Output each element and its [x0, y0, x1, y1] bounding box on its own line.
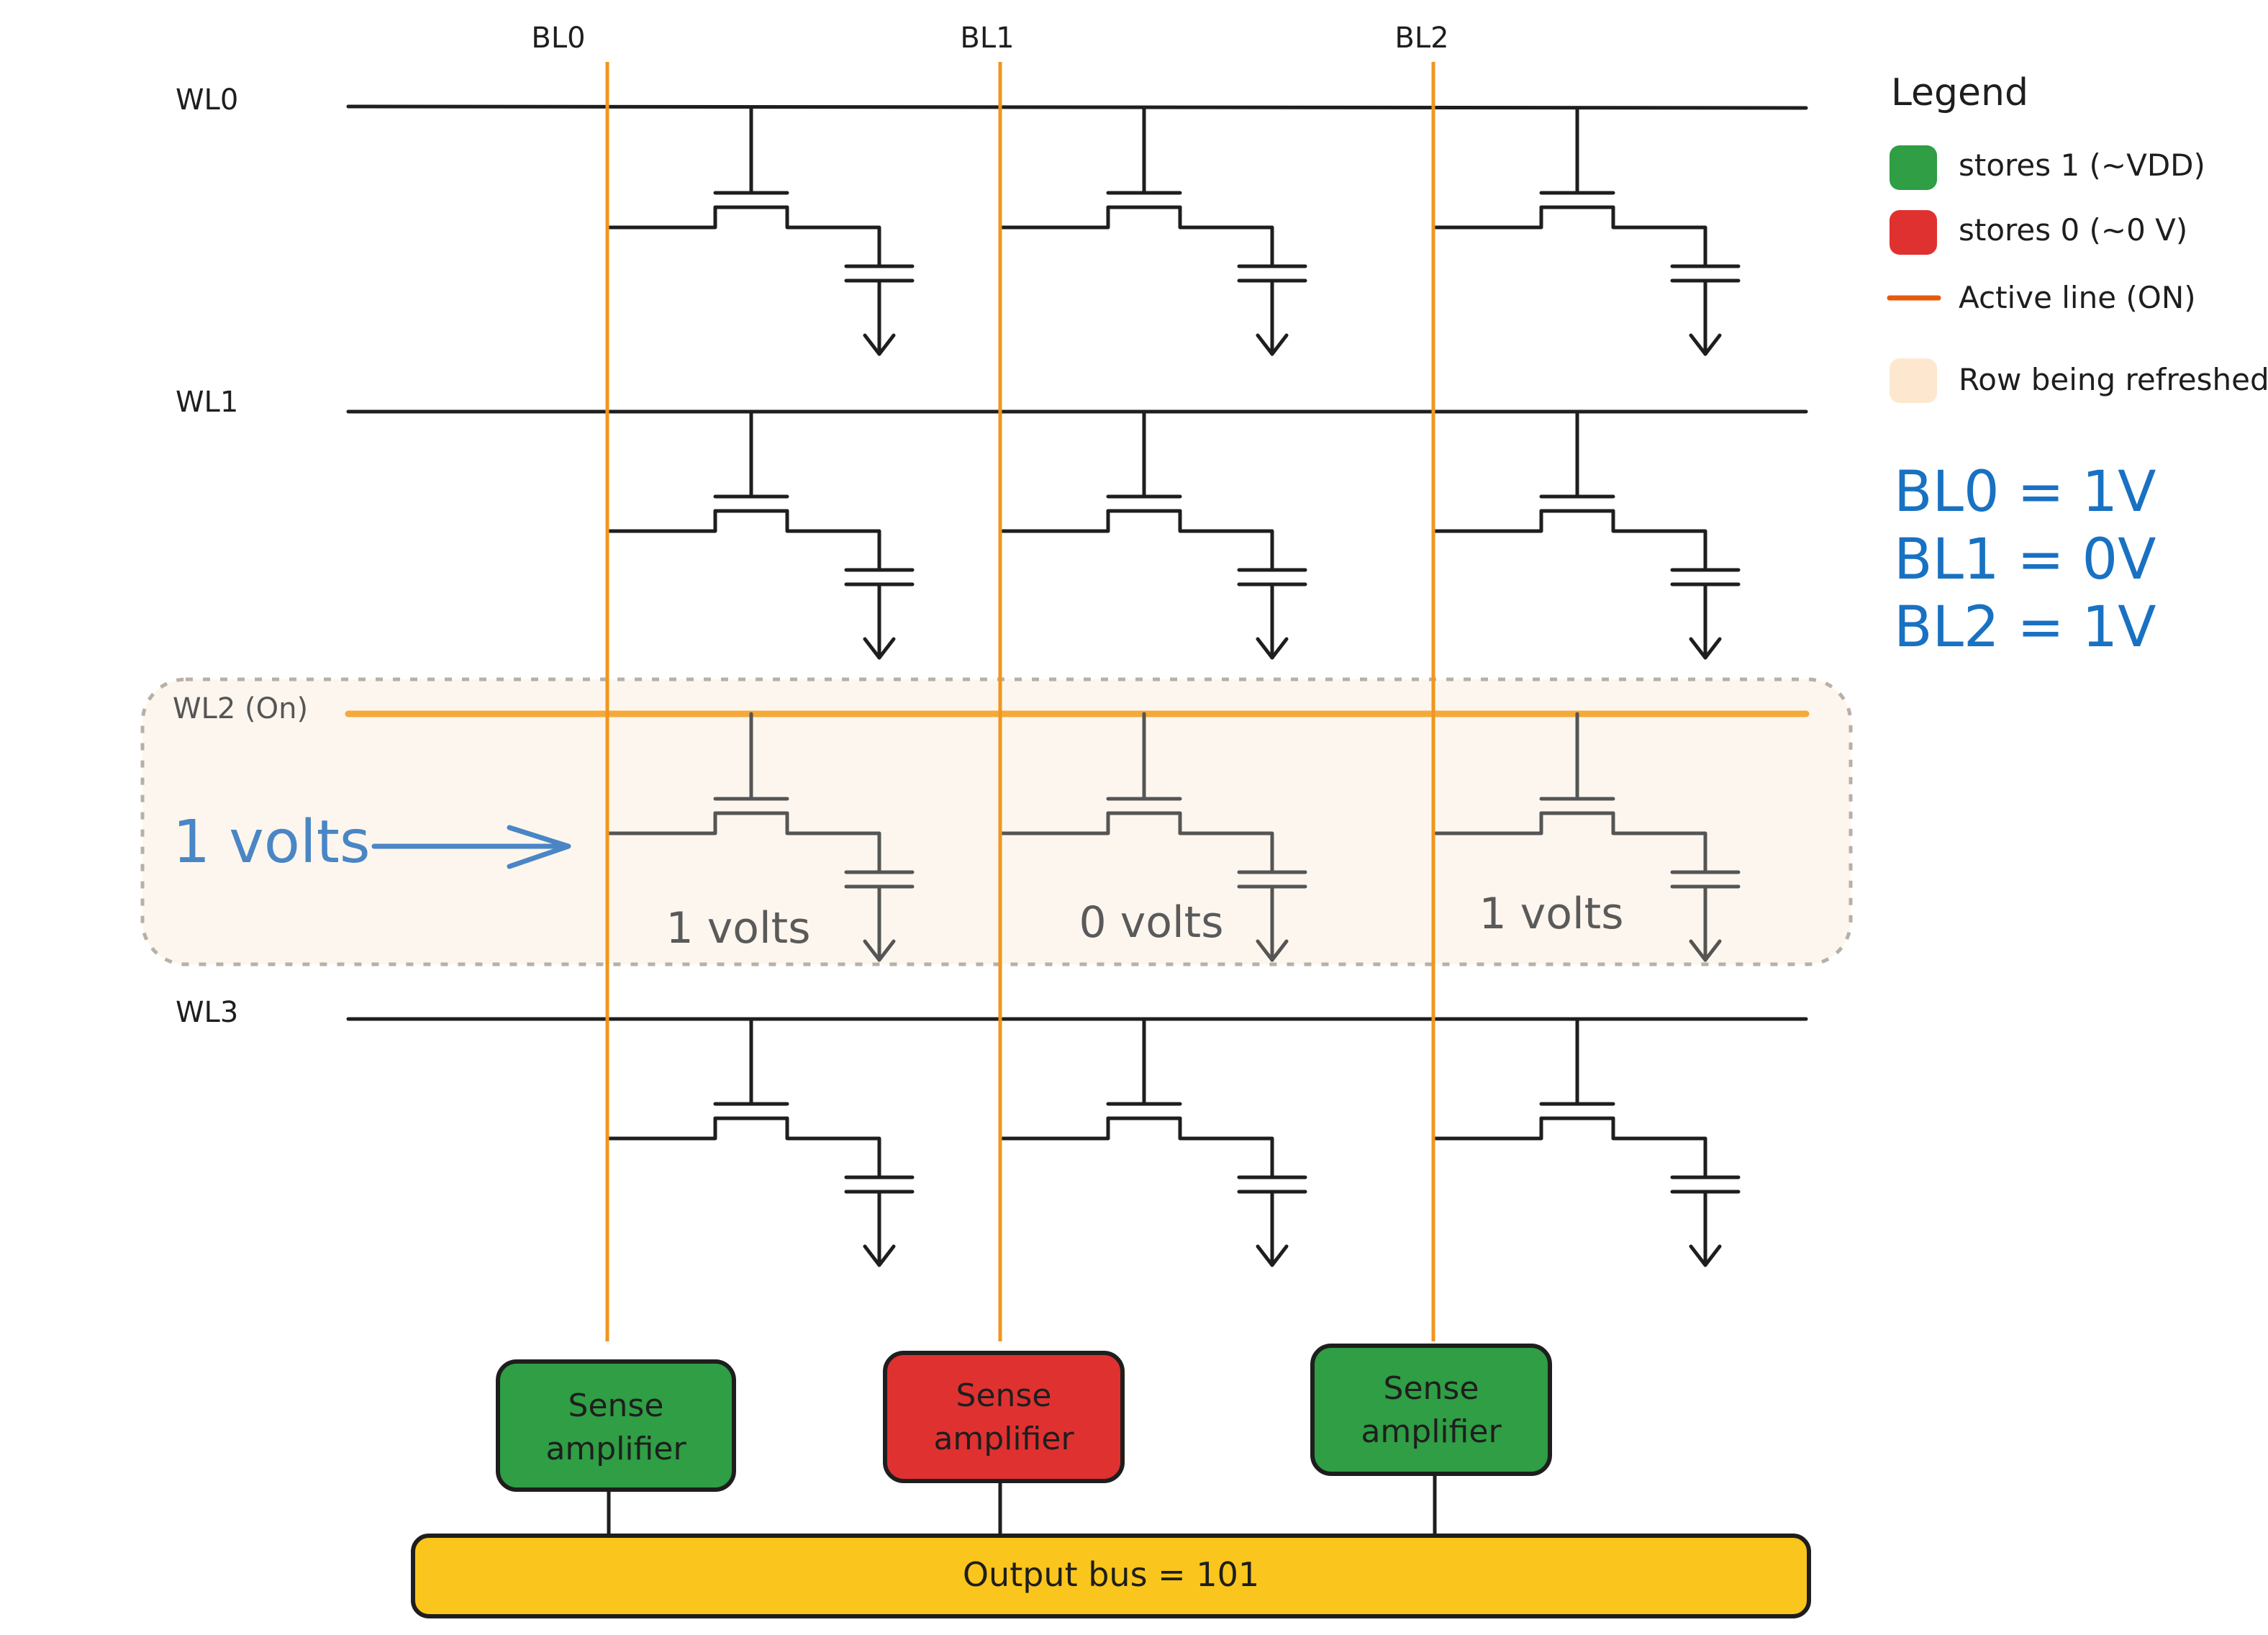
output-bus-label: Output bus = 101 — [963, 1555, 1259, 1594]
legend-label-stores-0: stores 0 (~0 V) — [1959, 212, 2187, 248]
word-line-label-wl3: WL3 — [176, 996, 238, 1029]
legend-label-refresh-row: Row being refreshed — [1959, 362, 2268, 397]
memory-cell — [1431, 1017, 1741, 1267]
status-line-bl0: BL0 = 1V — [1894, 460, 2156, 525]
bit-line-label-bl2: BL2 — [1394, 22, 1448, 55]
cell-voltage-labels: 1 volts 0 volts 1 volts — [666, 889, 1624, 954]
cell-voltage-label-bl2: 1 volts — [1479, 889, 1624, 939]
memory-cell — [998, 1017, 1307, 1267]
sense-amplifier-bl0: Sense amplifier — [496, 1359, 736, 1492]
memory-cell — [998, 106, 1307, 356]
refresh-input-label: 1 volts — [173, 808, 371, 877]
sense-amplifier-bl1: Sense amplifier — [883, 1351, 1125, 1483]
output-bus: Output bus = 101 — [411, 1534, 1811, 1618]
legend-label-active-line: Active line (ON) — [1959, 280, 2196, 315]
bit-line-labels: BL0 BL1 BL2 — [531, 22, 1448, 55]
bit-line-label-bl1: BL1 — [960, 22, 1014, 55]
refresh-row-highlight — [140, 677, 1853, 966]
legend-swatch-stores-1 — [1890, 145, 1937, 190]
word-line-wl0 — [346, 104, 1808, 110]
word-line-label-wl0: WL0 — [176, 83, 238, 117]
sense-amplifier-label-line1: Sense — [956, 1377, 1052, 1414]
memory-cell — [998, 712, 1307, 962]
sense-amplifier-label-line2: amplifier — [1361, 1413, 1502, 1450]
memory-cell — [1431, 409, 1741, 660]
legend-swatch-refresh-row — [1890, 358, 1937, 403]
word-line-label-wl2: WL2 (On) — [173, 692, 308, 725]
sense-amplifier-label-line1: Sense — [1384, 1370, 1479, 1407]
memory-cell — [998, 409, 1307, 660]
sense-amplifier-label-line2: amplifier — [545, 1431, 686, 1467]
memory-cell — [605, 712, 915, 962]
sense-amplifiers: Sense amplifier Sense amplifier Sense am… — [496, 1344, 1552, 1492]
memory-cell — [605, 409, 915, 660]
memory-cell — [1431, 712, 1741, 962]
word-line-label-wl1: WL1 — [176, 386, 238, 419]
word-line-labels: WL0 WL1 WL2 (On) WL3 — [173, 83, 308, 1029]
bus-connectors — [607, 1472, 1437, 1536]
word-lines — [345, 104, 1810, 1021]
memory-cell — [605, 106, 915, 356]
cell-voltage-label-bl1: 0 volts — [1079, 897, 1224, 948]
sense-amplifier-label-line1: Sense — [568, 1387, 664, 1424]
memory-cell — [605, 1017, 915, 1267]
bit-line-label-bl0: BL0 — [531, 22, 585, 55]
legend: Legend stores 1 (~VDD) stores 0 (~0 V) A… — [1887, 71, 2268, 403]
status-line-bl1: BL1 = 0V — [1894, 527, 2156, 592]
sense-amplifier-label-line2: amplifier — [933, 1421, 1074, 1457]
bit-line-status: BL0 = 1V BL1 = 0V BL2 = 1V — [1894, 460, 2156, 660]
bit-lines — [605, 62, 1435, 1341]
memory-cell — [1431, 106, 1741, 356]
cell-voltage-label-bl0: 1 volts — [666, 903, 811, 954]
sense-amplifier-bl2: Sense amplifier — [1310, 1344, 1552, 1476]
status-line-bl2: BL2 = 1V — [1894, 595, 2156, 660]
refresh-input-arrow-head — [507, 825, 571, 869]
memory-cells — [605, 106, 1741, 1267]
legend-title: Legend — [1891, 71, 2028, 114]
refresh-input: 1 volts — [173, 808, 571, 877]
legend-swatch-stores-0 — [1890, 210, 1937, 255]
legend-label-stores-1: stores 1 (~VDD) — [1959, 148, 2205, 183]
